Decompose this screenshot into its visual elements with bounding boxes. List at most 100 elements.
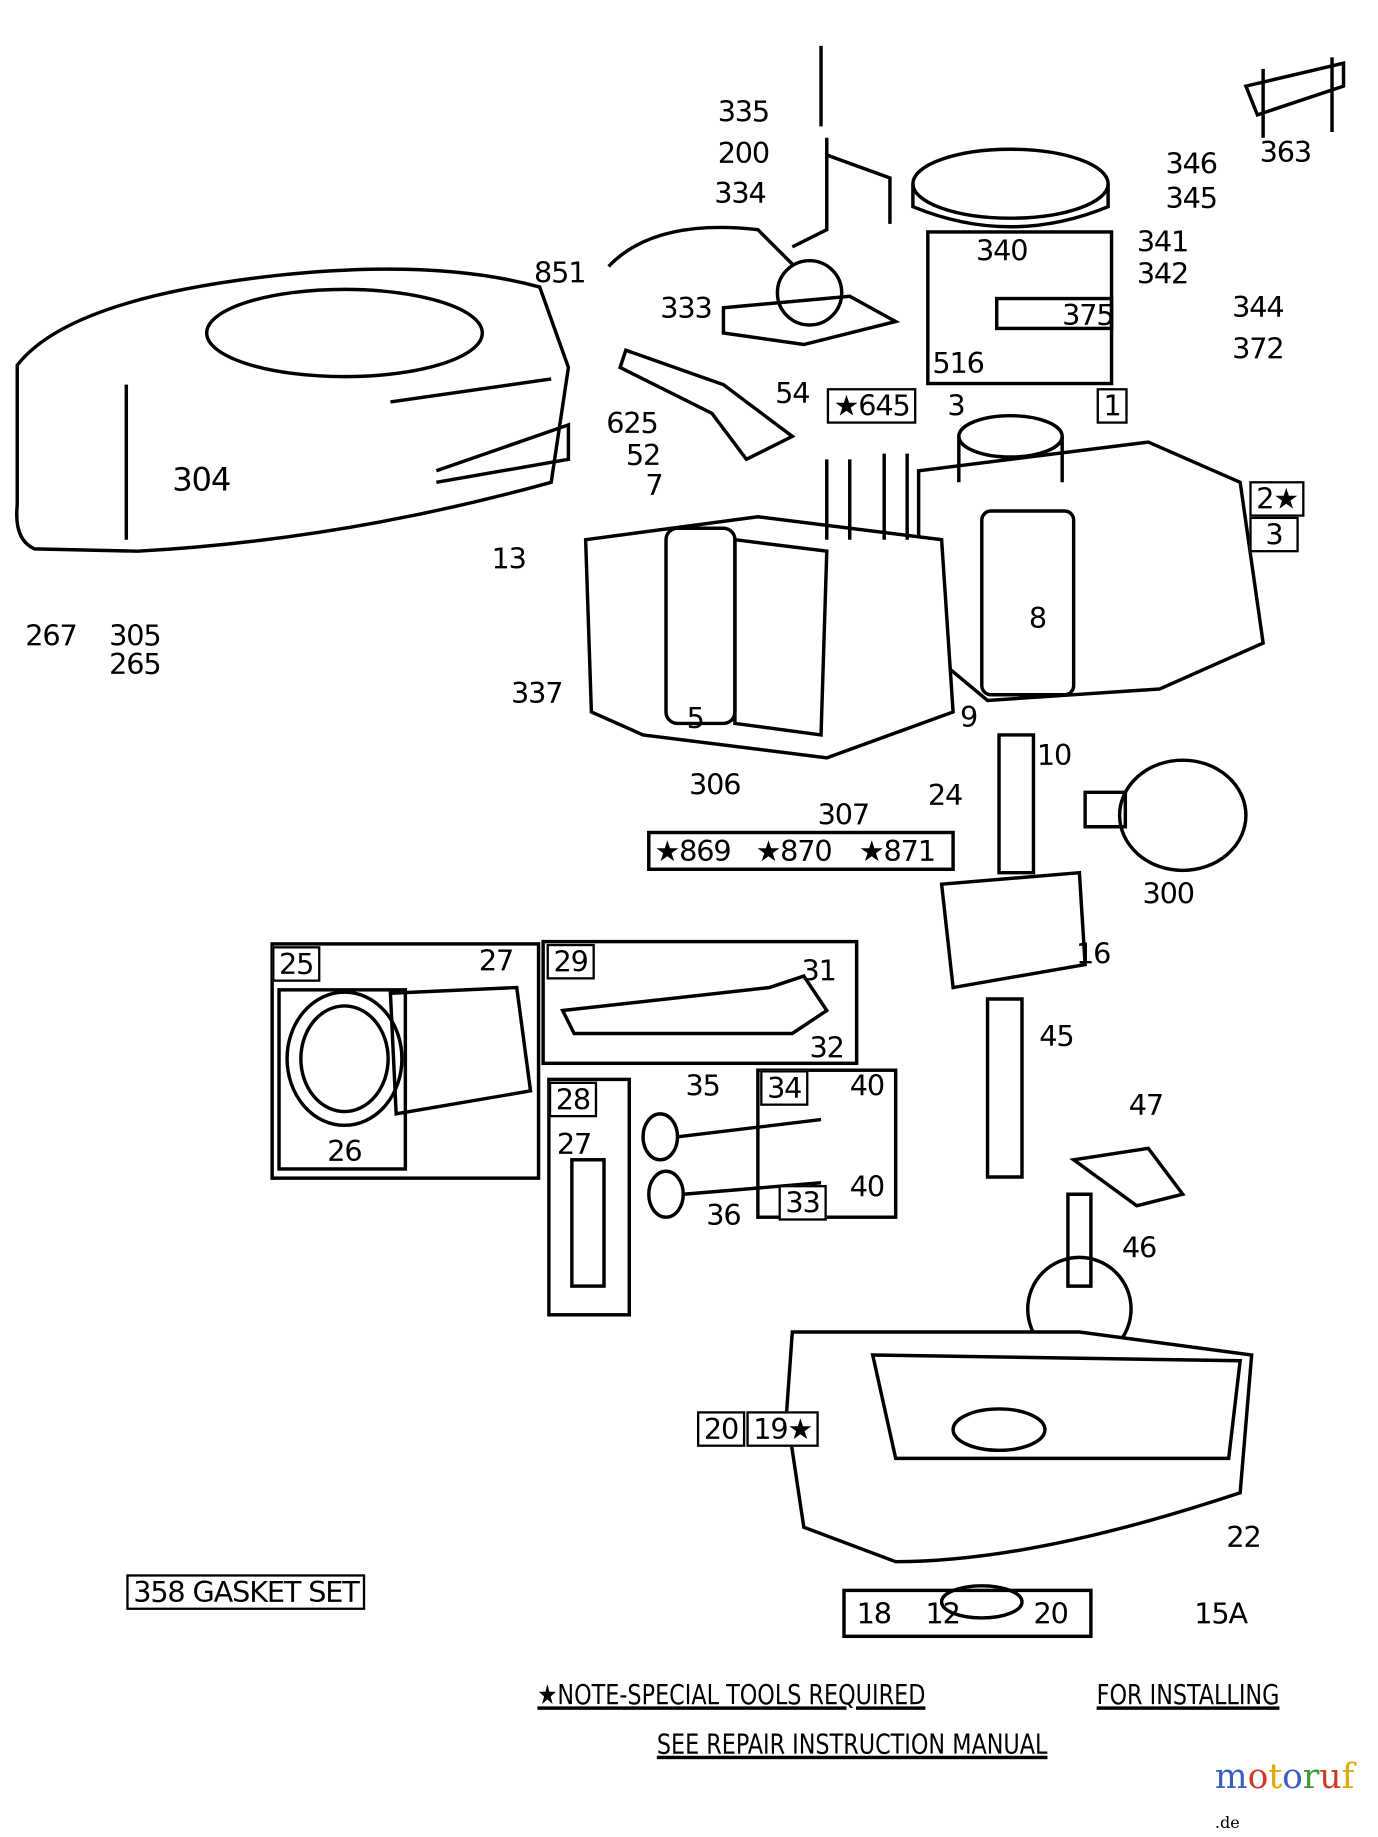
label-516: 516 (932, 346, 984, 381)
flywheel-cover-345 (911, 147, 1110, 229)
connecting-rod-box-29 (541, 939, 859, 1066)
bracket-363 (1243, 57, 1346, 138)
label-5: 5 (686, 701, 705, 735)
label-25: 25 (272, 946, 321, 982)
valve-box (756, 1068, 898, 1219)
label-20-sump: 20 (697, 1411, 746, 1447)
ring-box-26 (277, 988, 408, 1171)
label-346: 346 (1165, 146, 1218, 181)
wrist-pin-box-28 (547, 1077, 631, 1317)
label-52: 52 (625, 438, 661, 472)
crankshaft-16 (939, 733, 1087, 1179)
label-306: 306 (688, 768, 741, 802)
label-12: 12 (925, 1597, 961, 1631)
label-31: 31 (801, 954, 837, 988)
label-305: 305 (109, 618, 161, 653)
label-375: 375 (1062, 298, 1114, 332)
engine-cylinder-block (583, 413, 1266, 760)
label-645: ★645 (826, 388, 917, 424)
watermark-letter: o (1282, 1756, 1303, 1798)
label-35: 35 (685, 1069, 721, 1103)
label-19: 19★ (746, 1411, 820, 1447)
label-333: 333 (660, 291, 712, 325)
note-for-installing: FOR INSTALLING (1096, 1678, 1280, 1711)
label-40-top: 40 (849, 1069, 885, 1103)
watermark-letter: f (1341, 1756, 1355, 1798)
label-3-top: 3 (947, 389, 965, 423)
blower-housing-304 (15, 267, 571, 553)
label-363: 363 (1259, 135, 1312, 169)
label-871: ★871 (858, 834, 936, 869)
label-267: 267 (25, 618, 77, 653)
label-3-box: 3 (1249, 516, 1299, 553)
label-20-seal: 20 (1033, 1597, 1068, 1631)
note-special-tools: ★NOTE-SPECIAL TOOLS REQUIRED (537, 1678, 926, 1711)
label-345: 345 (1165, 181, 1218, 215)
label-304: 304 (172, 460, 231, 499)
label-335: 335 (717, 95, 770, 129)
label-27-piston: 27 (478, 943, 514, 978)
label-334: 334 (714, 176, 766, 211)
watermark-text: motoruf (1215, 1757, 1354, 1797)
ignition-armature-333 (607, 225, 901, 347)
label-8: 8 (1028, 601, 1047, 636)
label-265: 265 (109, 647, 161, 681)
note-repair-manual: SEE REPAIR INSTRUCTION MANUAL (656, 1728, 1048, 1761)
muffler-300 (1083, 758, 1248, 873)
label-36: 36 (706, 1198, 741, 1233)
watermark-letter: t (1268, 1756, 1283, 1798)
gasket-row-box (647, 830, 955, 871)
label-27-pin: 27 (556, 1127, 592, 1161)
motoruf-watermark-logo: motoruf .de (1215, 1757, 1378, 1837)
label-307: 307 (817, 798, 870, 832)
label-13: 13 (491, 541, 526, 576)
box-375 (995, 296, 1114, 331)
label-869: ★869 (654, 834, 732, 869)
piston-box-25 (270, 942, 541, 1180)
breather-625 (617, 348, 796, 462)
label-342: 342 (1136, 257, 1189, 291)
label-337: 337 (510, 676, 563, 710)
label-10: 10 (1036, 738, 1072, 772)
label-344: 344 (1232, 290, 1284, 324)
label-300: 300 (1142, 877, 1195, 911)
label-1: 1 (1096, 388, 1128, 424)
governor-47 (1069, 1146, 1186, 1208)
label-9: 9 (959, 700, 978, 734)
label-340: 340 (976, 234, 1028, 268)
label-46: 46 (1121, 1230, 1157, 1265)
bracket-200 (791, 45, 892, 249)
connecting-rod (560, 974, 830, 1036)
label-2: 2★ (1249, 481, 1305, 517)
label-22: 22 (1226, 1520, 1261, 1554)
label-40-bottom: 40 (849, 1170, 885, 1204)
label-24: 24 (927, 778, 963, 812)
label-870: ★870 (755, 834, 833, 869)
sump-18 (784, 1330, 1254, 1564)
watermark-suffix: .de (1214, 1814, 1240, 1833)
piston (285, 985, 533, 1128)
label-358-gasket-set: 358 GASKET SET (126, 1574, 366, 1610)
label-47: 47 (1128, 1088, 1164, 1122)
label-372: 372 (1232, 331, 1284, 366)
box-18-12-20 (842, 1588, 1093, 1639)
label-26: 26 (327, 1134, 362, 1168)
label-625: 625 (606, 406, 658, 440)
watermark-letter: r (1302, 1756, 1320, 1798)
watermark-letter: u (1319, 1756, 1342, 1798)
label-54: 54 (775, 376, 810, 410)
label-16: 16 (1075, 937, 1111, 971)
wrist-pin (570, 1158, 606, 1288)
watermark-letter: m (1214, 1756, 1248, 1798)
label-45: 45 (1039, 1019, 1074, 1053)
label-28: 28 (548, 1081, 597, 1118)
label-34: 34 (760, 1070, 809, 1106)
label-18: 18 (856, 1597, 892, 1631)
valves (641, 1112, 822, 1219)
label-15a: 15A (1194, 1597, 1248, 1631)
label-341: 341 (1136, 225, 1189, 259)
label-29: 29 (546, 943, 595, 980)
label-851: 851 (533, 256, 586, 290)
